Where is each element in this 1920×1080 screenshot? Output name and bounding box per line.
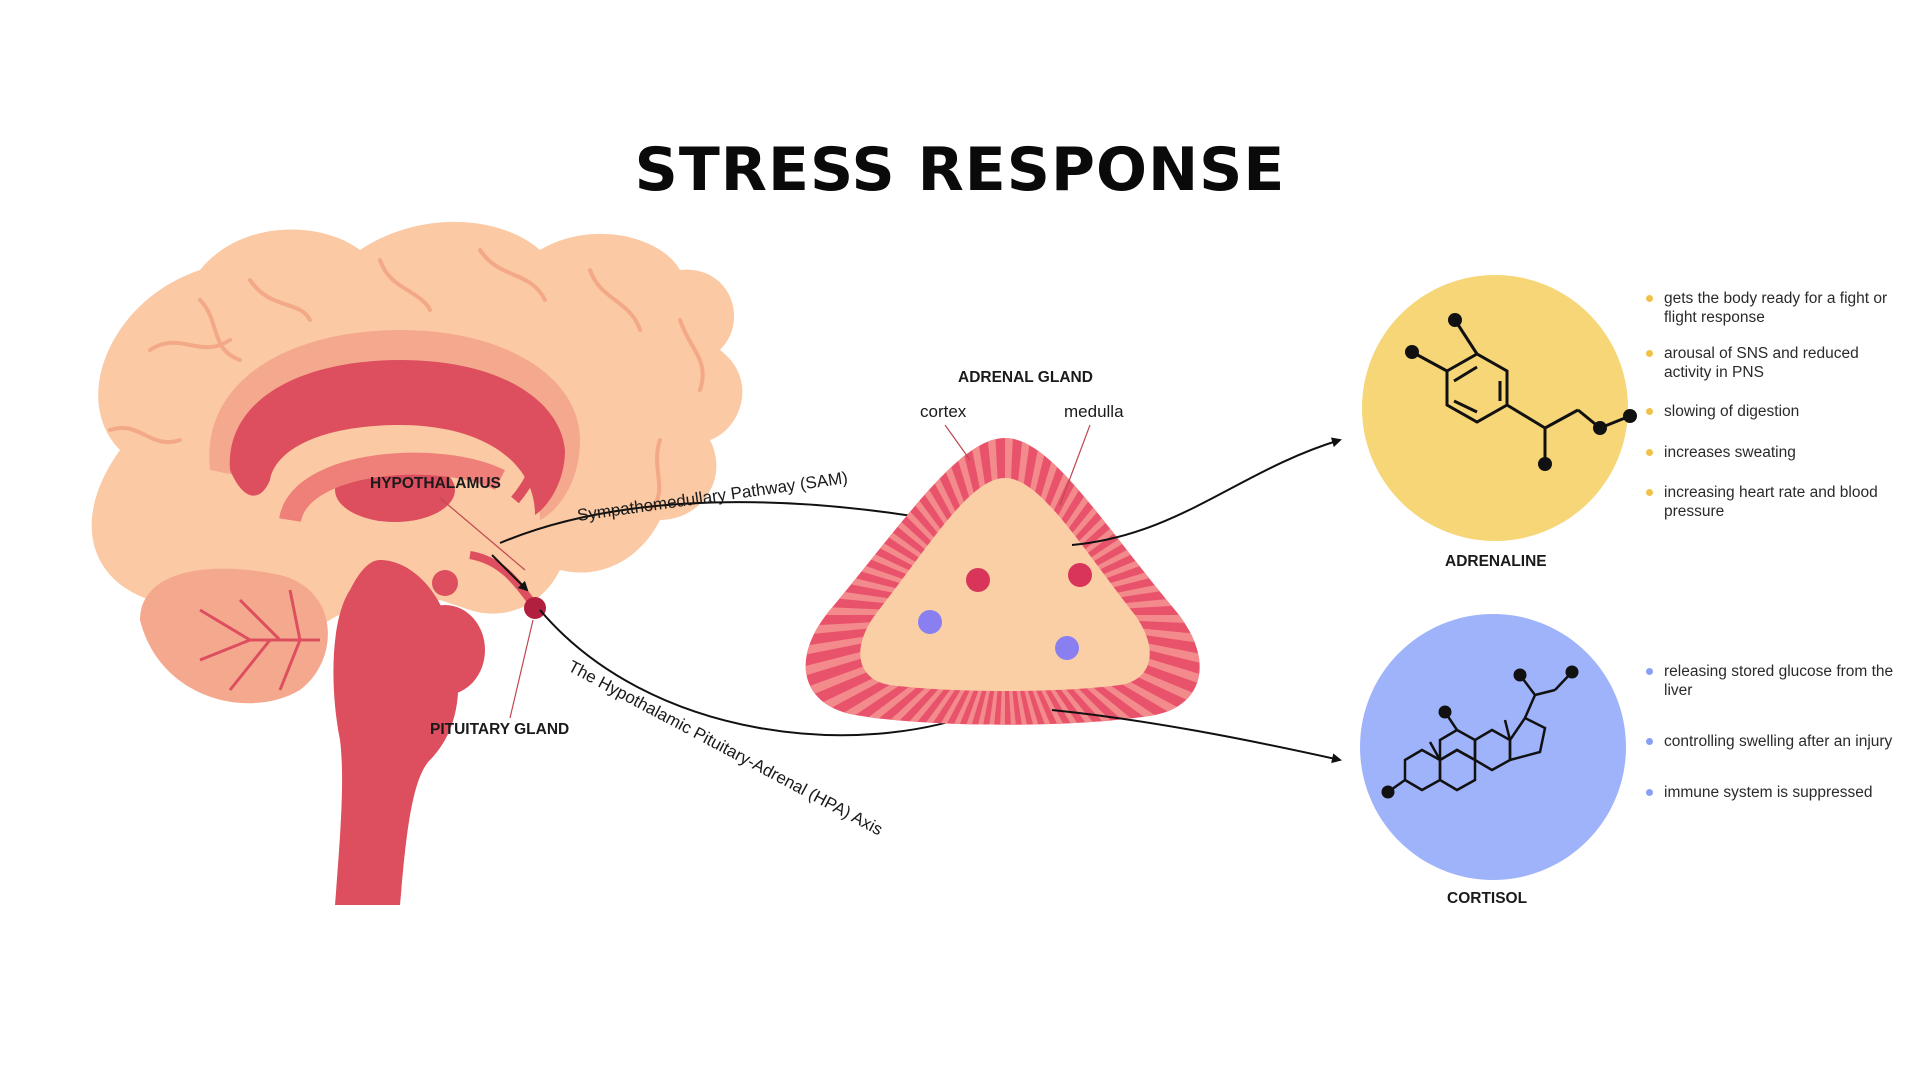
cortex-stripe (1005, 615, 1122, 725)
adrenaline-label: ADRENALINE (1445, 553, 1547, 570)
adrenal-cell-purple (918, 610, 942, 634)
adrenal-cell-red (1068, 563, 1092, 587)
list-item: gets the body ready for a fight or fligh… (1646, 289, 1894, 327)
atom (1448, 313, 1462, 327)
fornix (279, 452, 505, 524)
pituitary-stalk (469, 551, 534, 603)
cortex-leader (944, 424, 971, 461)
cortex-stripe (805, 615, 1005, 725)
bullet-dot-icon (1646, 738, 1653, 745)
list-item: increasing heart rate and blood pressure (1646, 483, 1894, 521)
adrenal-cell-red (966, 568, 990, 592)
pons (405, 605, 485, 695)
adrenal-medulla (860, 478, 1150, 691)
cortex-stripe (1005, 615, 1200, 725)
pituitary-leader (509, 619, 534, 719)
list-item: slowing of digestion (1646, 402, 1894, 421)
pituitary-gland (524, 597, 546, 619)
atom (1513, 668, 1527, 682)
cerebellum (140, 568, 328, 704)
adrenaline-circle (1362, 275, 1628, 541)
cortex-stripe (1005, 615, 1194, 725)
bullet-dot-icon (1646, 408, 1653, 415)
cerebellum-arbor (199, 589, 320, 691)
page-title: STRESS RESPONSE (634, 135, 1286, 205)
adrenal-cell-purple (1055, 636, 1079, 660)
hpa-arrow (539, 609, 987, 737)
cortex-stripe (1005, 615, 1045, 725)
atom (1538, 457, 1552, 471)
cortex-stripe (805, 615, 1005, 725)
cortex-stripe (835, 615, 1005, 725)
bullet-dot-icon (1646, 350, 1653, 357)
list-item: releasing stored glucose from the liver (1646, 662, 1894, 700)
cortisol-label: CORTISOL (1447, 890, 1527, 907)
cortisol-arrow (1051, 709, 1342, 764)
medulla-label: medulla (1064, 402, 1124, 421)
list-item: controlling swelling after an injury (1646, 732, 1894, 751)
atom (1405, 345, 1419, 359)
adrenaline-effects-list: gets the body ready for a fight or fligh… (1646, 289, 1894, 521)
hypothalamus-to-pituitary-arrow (491, 554, 529, 592)
brain-illustration (91, 221, 743, 905)
adrenaline-molecule-circle (1362, 275, 1637, 541)
hypothalamus-leader (439, 497, 526, 571)
atom (1593, 421, 1607, 435)
pituitary-label: PITUITARY GLAND (430, 721, 569, 738)
cortex-stripe (1005, 615, 1200, 725)
atom (1438, 705, 1452, 719)
atom (1381, 785, 1395, 799)
atom (1565, 665, 1579, 679)
mammillary-body (432, 570, 458, 596)
list-item: immune system is suppressed (1646, 783, 1894, 802)
adrenaline-arrow (1071, 437, 1342, 546)
atom (1623, 409, 1637, 423)
cortex-stripe (1005, 615, 1159, 725)
hypothalamus-label: HYPOTHALAMUS (370, 475, 501, 492)
medulla-leader (1059, 424, 1091, 506)
adrenal-gland-title: ADRENAL GLAND (958, 369, 1093, 386)
cortex-stripe (805, 615, 1005, 725)
cortex-stripe (872, 615, 1005, 725)
bullet-dot-icon (1646, 789, 1653, 796)
cortex-stripe (948, 615, 1005, 725)
adrenal-gland (805, 438, 1200, 725)
cortisol-effects-list: releasing stored glucose from the liver … (1646, 662, 1894, 802)
bullet-dot-icon (1646, 295, 1653, 302)
bullet-dot-icon (1646, 489, 1653, 496)
bullet-dot-icon (1646, 449, 1653, 456)
cortex-stripe (909, 615, 1005, 725)
fornix-tail (511, 425, 542, 504)
cortex-label: cortex (920, 402, 967, 421)
cortisol-molecule-circle (1360, 614, 1626, 880)
bullet-dot-icon (1646, 668, 1653, 675)
list-item: arousal of SNS and reduced activity in P… (1646, 344, 1894, 382)
list-item: increases sweating (1646, 443, 1894, 462)
gyri-lines (108, 248, 705, 512)
cortisol-circle (1360, 614, 1626, 880)
cerebrum (91, 221, 743, 638)
corpus-callosum (229, 360, 565, 515)
cortisol-structure (1387, 671, 1573, 794)
cortex-stripe (1005, 615, 1084, 725)
cortex-stripe (987, 615, 1005, 725)
